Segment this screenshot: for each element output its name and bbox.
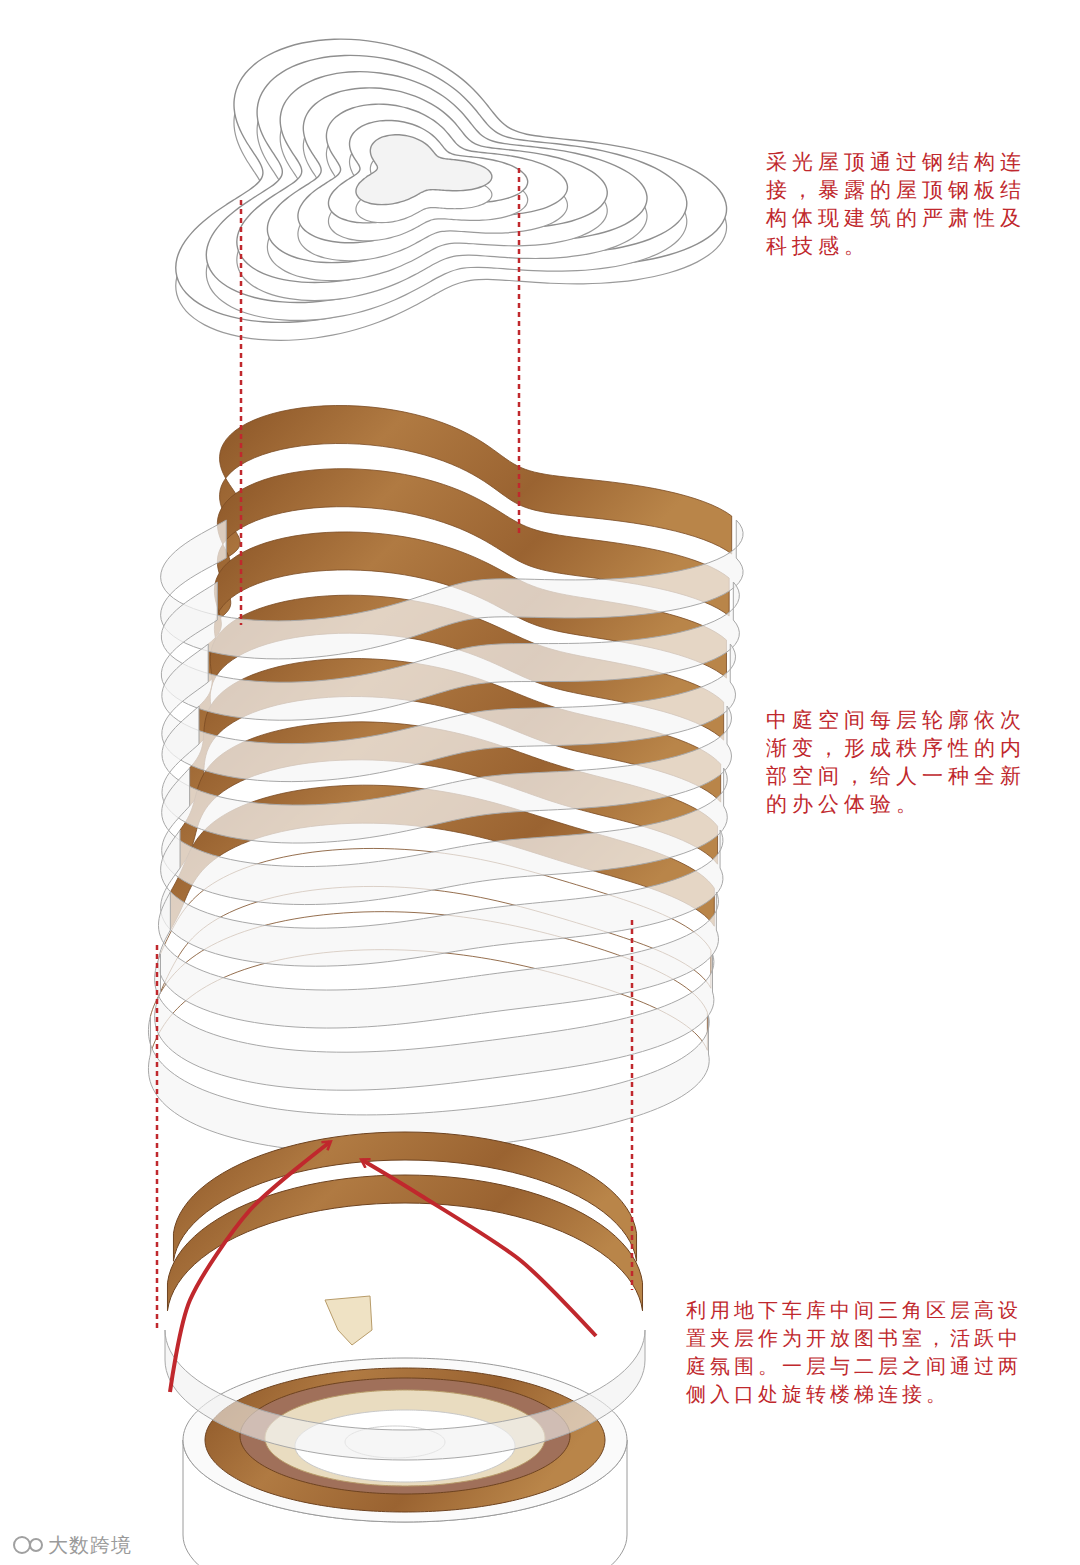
circulation-arrow [362,1160,596,1336]
circulation-arrow [170,1142,330,1392]
annotation-note: 利用地下车库中间三角区层高设置夹层作为开放图书室，活跃中庭氛围。一层与二层之间通… [686,1296,1036,1408]
guide-lines [14,168,632,1553]
roof-rib [328,120,527,222]
alignment-dash [518,168,521,535]
annotation-note: 中庭空间每层轮廓依次渐变，形成秩序性的内部空间，给人一种全新的办公体验。 [766,706,1034,818]
watermark: 大数跨境 [48,1532,188,1559]
band-front [162,644,736,782]
atrium-bands [148,406,743,1153]
basement-library [165,1132,645,1565]
roof-rib [298,104,568,243]
band-fronts [148,520,743,1153]
watermark-logo [30,1539,42,1551]
mezzanine-band [167,1175,642,1311]
alignment-dash [240,200,243,625]
roof-rib [176,39,727,322]
watermark-logo [14,1537,30,1553]
roof-rib [356,135,492,205]
stair [325,1296,372,1345]
roof-rib [237,72,647,283]
alignment-dash [631,920,634,1290]
band-front [162,768,728,905]
band-front [161,830,723,966]
skylight-roof [176,39,727,340]
band-front [158,892,718,1028]
roof-rib [267,88,607,263]
band-front [162,706,731,843]
roof-rib [206,55,686,302]
alignment-dash [156,945,159,1330]
band-front [155,954,714,1090]
glass-band [165,1330,645,1460]
annotation-note: 采光屋顶通过钢结构连接，暴露的屋顶钢板结构体现建筑的严肃性及科技感。 [766,148,1034,260]
mezzanine-band [173,1132,636,1261]
